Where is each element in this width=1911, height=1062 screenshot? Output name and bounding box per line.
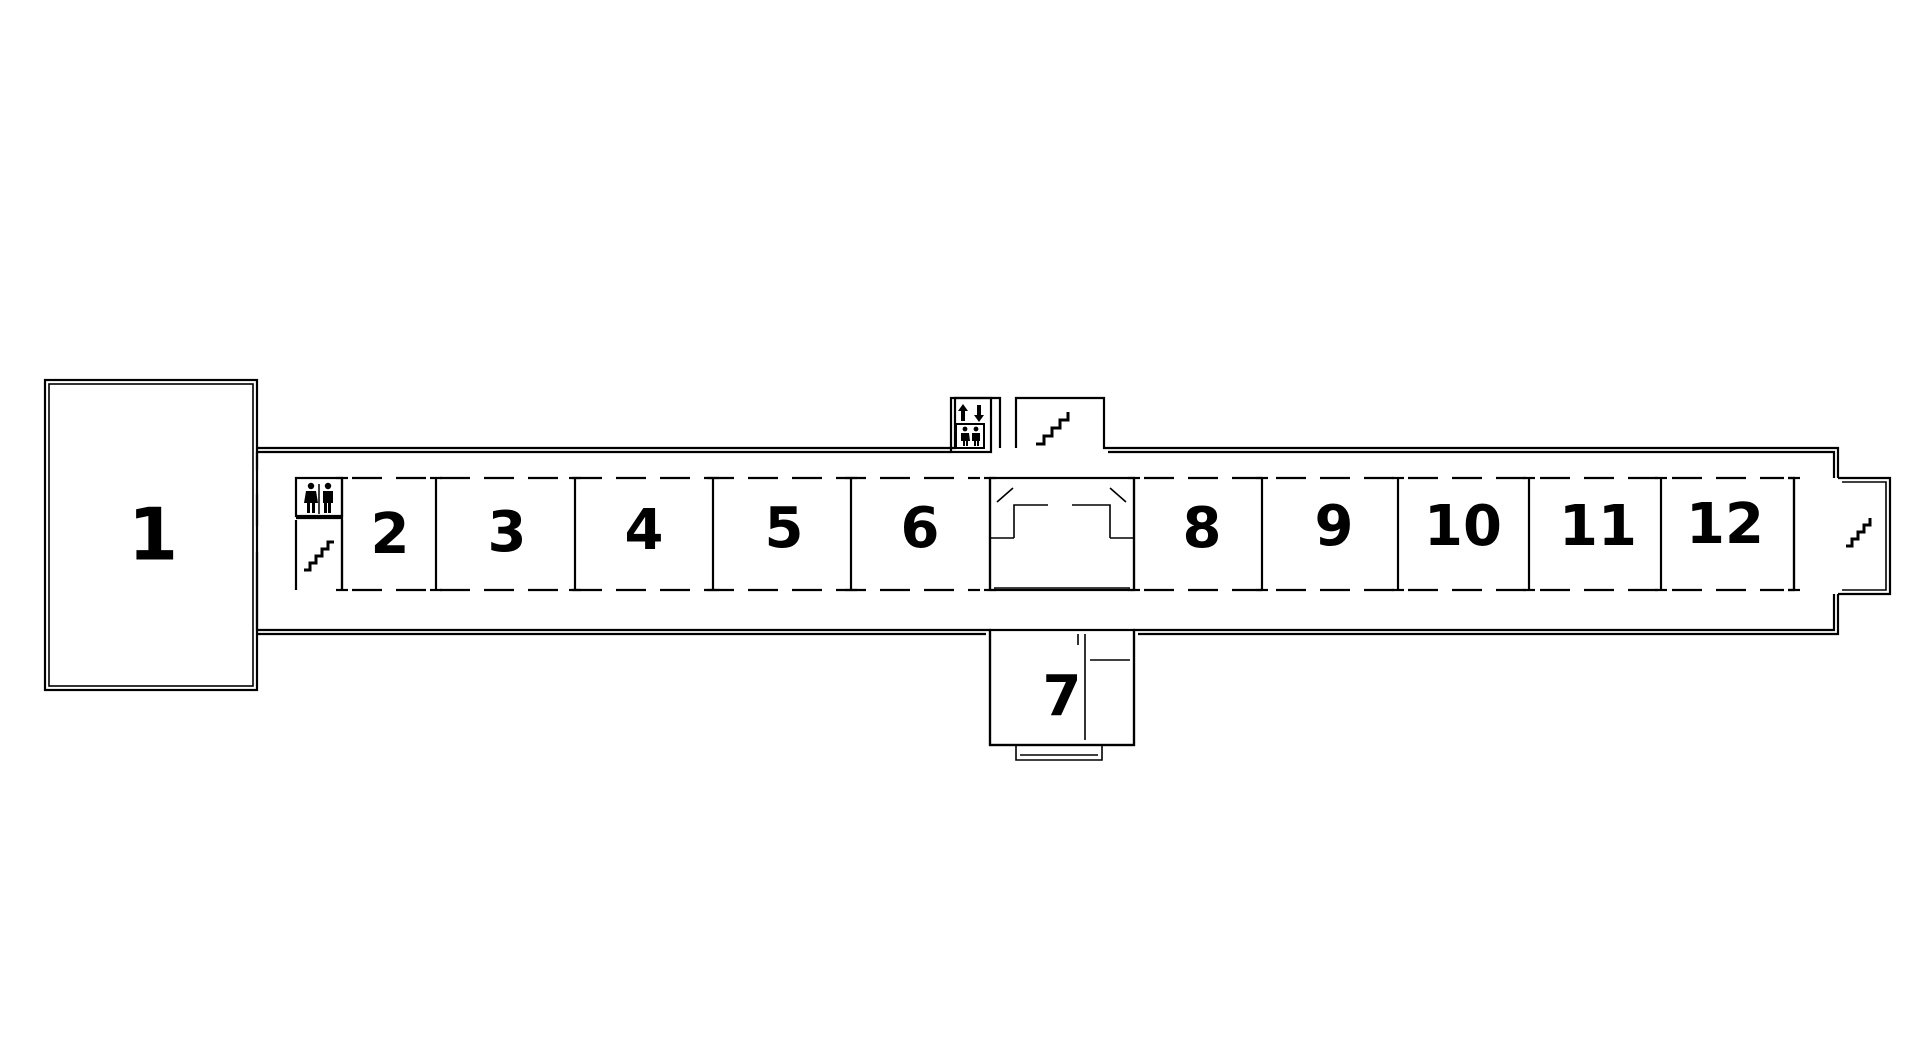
room-7-label: 7 (1043, 664, 1082, 729)
room-5-label: 5 (765, 496, 804, 561)
stairs-icon (1036, 412, 1070, 446)
room-4-label: 4 (625, 498, 664, 563)
room-8-label: 8 (1183, 496, 1222, 561)
room-2-label: 2 (371, 502, 410, 567)
room-labels: 1 2 3 4 5 6 7 8 9 10 11 12 (128, 492, 1764, 729)
room-3-label: 3 (488, 500, 527, 565)
room-12-label: 12 (1686, 492, 1764, 557)
elevator-icon (958, 404, 984, 422)
stairs-icon (304, 540, 334, 572)
stairs-icon (1846, 518, 1872, 548)
room-12-end-wall (1788, 476, 1796, 592)
room-1-label: 1 (128, 493, 178, 577)
room-9-label: 9 (1315, 494, 1354, 559)
elevator-box (949, 396, 993, 454)
room-10-label: 10 (1424, 494, 1502, 559)
corridor-walls (255, 396, 1892, 747)
room-11-label: 11 (1559, 494, 1637, 559)
room-6-label: 6 (901, 496, 940, 561)
room-row-dashes (352, 476, 1784, 592)
central-stairwell (988, 476, 1136, 592)
restroom-stair-column (294, 476, 344, 590)
room-7-walls (988, 628, 1136, 761)
restroom-icon (304, 482, 333, 514)
elevator-restroom-icon (955, 423, 985, 449)
room-1-walls (43, 378, 259, 692)
